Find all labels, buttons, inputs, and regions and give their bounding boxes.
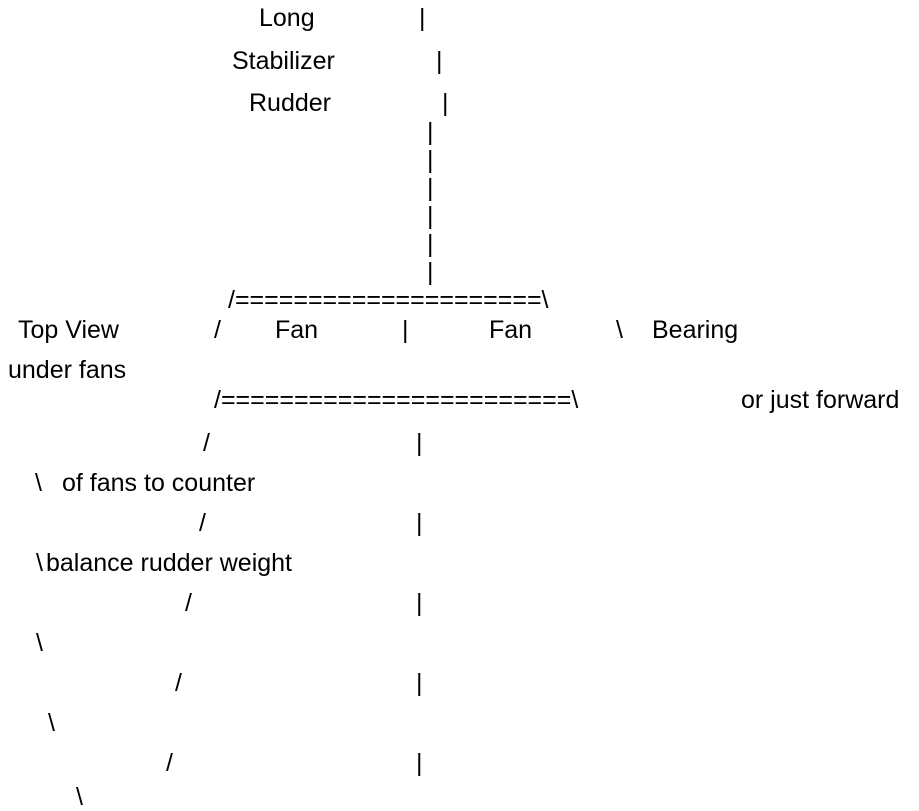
rudder-post-segment: |: [427, 146, 434, 174]
shaft-pipe: |: [416, 669, 423, 697]
label-under-fans: under fans: [8, 356, 127, 384]
strut-backslash: \: [48, 709, 55, 737]
strut-slash: /: [199, 509, 206, 537]
rudder-post-segment: |: [427, 258, 434, 286]
upper-fan-rule: /=====================\: [228, 286, 549, 314]
strut-slash: /: [185, 589, 192, 617]
label-top-view: Top View: [18, 316, 119, 344]
strut-slash: /: [203, 429, 210, 457]
note-backslash: \: [36, 549, 43, 577]
label-rudder: Rudder: [249, 89, 331, 117]
rudder-post-segment: |: [419, 4, 426, 32]
label-balance-rudder-weight: balance rudder weight: [46, 549, 292, 577]
rudder-post-segment: |: [427, 174, 434, 202]
shaft-pipe: |: [416, 749, 423, 777]
rudder-post-segment: |: [427, 230, 434, 258]
shaft-pipe: |: [416, 429, 423, 457]
strut-slash: /: [175, 669, 182, 697]
shaft-pipe: |: [416, 509, 423, 537]
strut-slash: /: [166, 749, 173, 777]
rudder-post-segment: |: [427, 202, 434, 230]
fan-row-slash: /: [214, 316, 221, 344]
strut-backslash: \: [36, 629, 43, 657]
rudder-post-segment: |: [436, 47, 443, 75]
label-of-fans-to-counter: of fans to counter: [62, 469, 256, 497]
fan-row-backslash: \: [616, 316, 623, 344]
label-long: Long: [259, 4, 315, 32]
shaft-pipe: |: [416, 589, 423, 617]
lower-fan-rule: /========================\: [214, 386, 579, 414]
label-or-just-forward: or just forward: [741, 386, 900, 414]
label-fan-left: Fan: [275, 316, 319, 344]
label-bearing: Bearing: [652, 316, 739, 344]
label-fan-right: Fan: [489, 316, 533, 344]
label-stabilizer: Stabilizer: [232, 47, 335, 75]
fan-divider-pipe: |: [402, 316, 409, 344]
strut-backslash: \: [76, 783, 83, 811]
rudder-post-segment: |: [427, 118, 434, 146]
note-backslash: \: [35, 469, 42, 497]
rudder-post-segment: |: [442, 89, 449, 117]
